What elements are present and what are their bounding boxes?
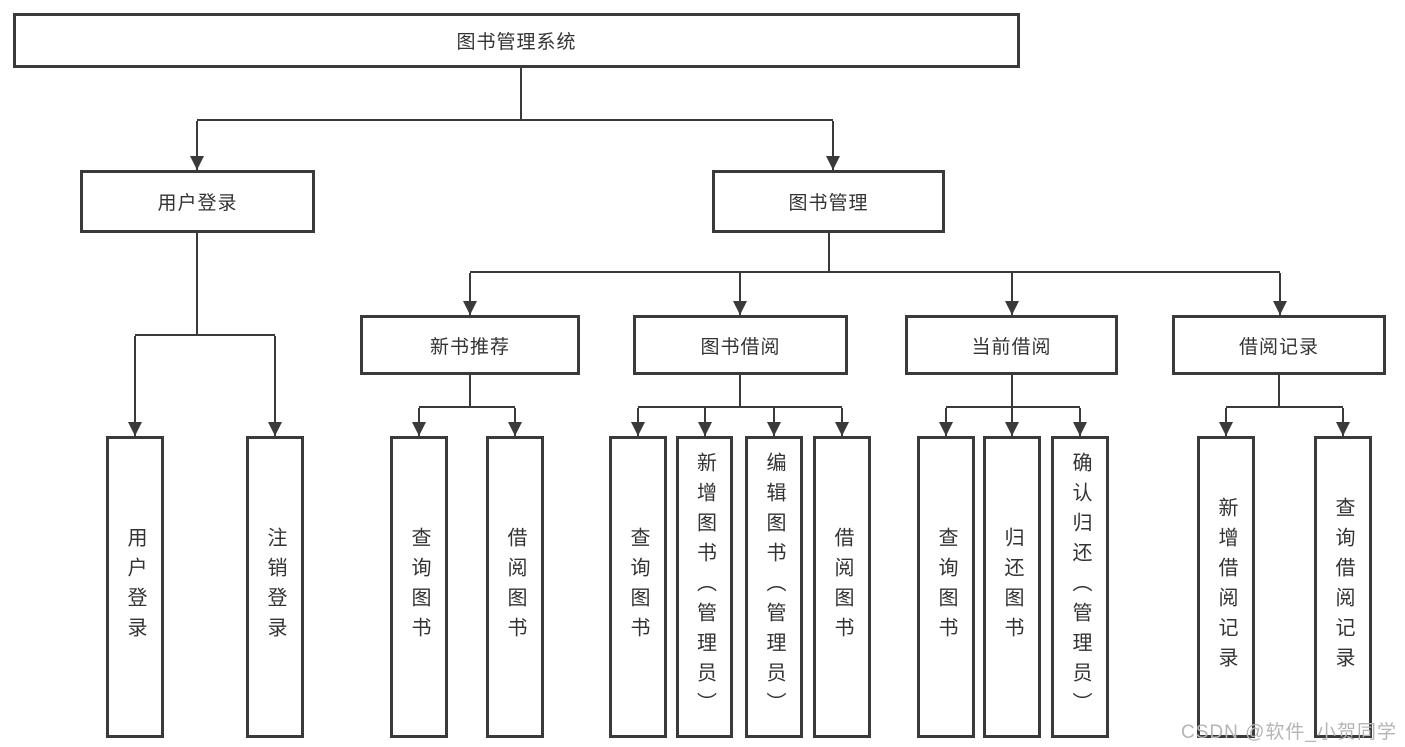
connector-trunks (135, 68, 1343, 408)
leaf-add-borrow-record: 新增借阅记录 (1197, 436, 1255, 738)
node-book-management: 图书管理 (712, 170, 945, 233)
leaf-query-books-borrowing: 查询图书 (609, 436, 667, 738)
leaf-confirm-return-admin: 确认归还（管理员） (1051, 436, 1109, 738)
leaf-user-login: 用户登录 (106, 436, 164, 738)
leaf-add-books-admin: 新增图书（管理员） (676, 436, 733, 738)
node-borrowing-records: 借阅记录 (1172, 315, 1386, 375)
node-library-management-system: 图书管理系统 (13, 13, 1020, 68)
leaf-query-books-recommend: 查询图书 (390, 436, 448, 738)
leaf-borrow-books: 借阅图书 (813, 436, 871, 738)
node-book-borrowing: 图书借阅 (633, 315, 848, 375)
leaf-return-books: 归还图书 (983, 436, 1041, 738)
leaf-query-borrow-record: 查询借阅记录 (1314, 436, 1372, 738)
node-current-borrowing: 当前借阅 (905, 315, 1118, 375)
csdn-watermark: CSDN @软件_小贺同学 (1181, 722, 1397, 743)
leaf-borrow-books-recommend: 借阅图书 (486, 436, 544, 738)
leaf-query-books-current: 查询图书 (917, 436, 975, 738)
leaf-logout: 注销登录 (246, 436, 304, 738)
node-new-book-recommend: 新书推荐 (360, 315, 580, 375)
node-user-login: 用户登录 (80, 170, 315, 233)
leaf-edit-books-admin: 编辑图书（管理员） (745, 436, 803, 738)
